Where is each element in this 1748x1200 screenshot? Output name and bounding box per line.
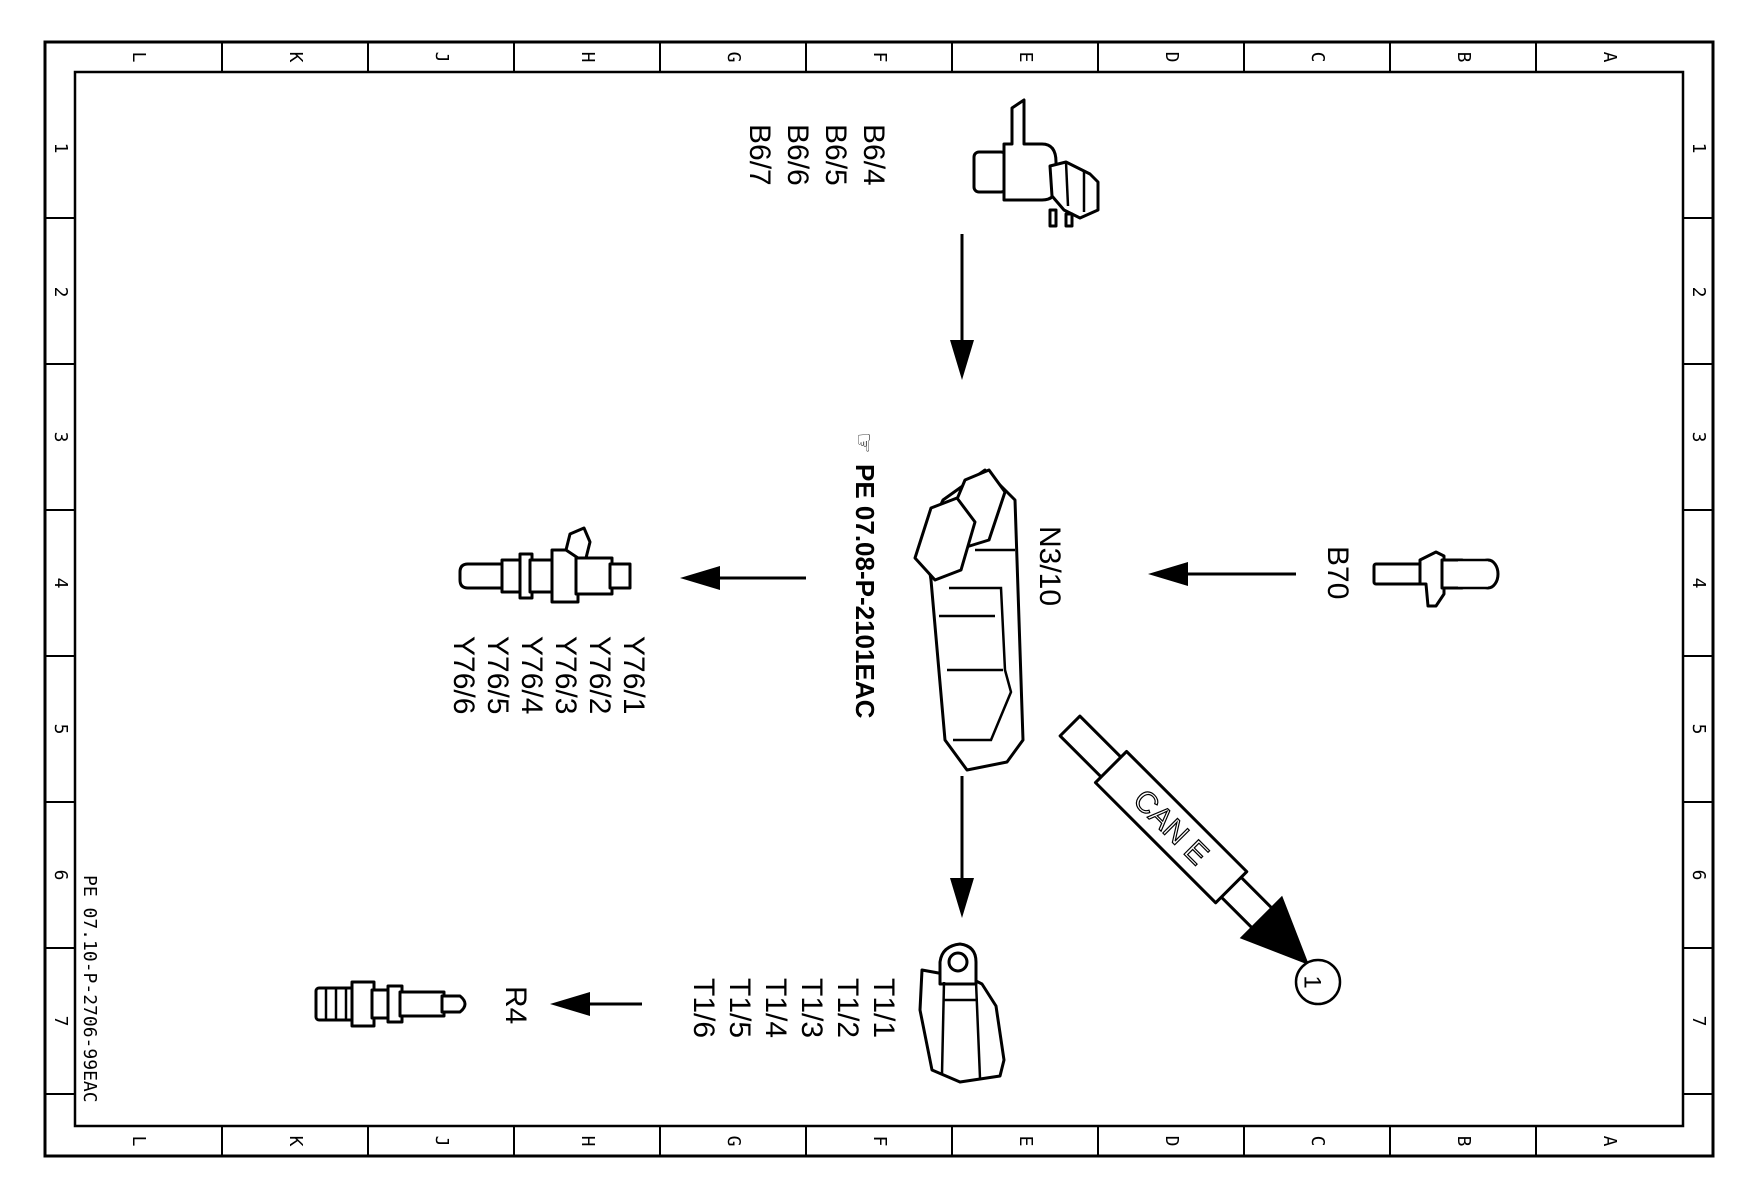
label-y76-2: Y76/2 <box>583 636 616 714</box>
label-b6-5: B6/5 <box>819 124 852 186</box>
grid-row-ticks <box>45 217 1713 1095</box>
label-y76-1: Y76/1 <box>617 636 650 714</box>
grid-col-label: K <box>285 1136 306 1147</box>
grid-col-label: B <box>1453 1136 1474 1147</box>
grid-row-label: 2 <box>50 287 71 298</box>
camshaft-sensor-icon <box>972 98 1100 228</box>
grid-row-label: 6 <box>1688 870 1709 881</box>
reference-circle-number: 1 <box>1299 975 1326 988</box>
label-t1-6: T1/6 <box>687 978 720 1038</box>
label-y76-6: Y76/6 <box>447 636 480 714</box>
label-t1-1: T1/1 <box>867 978 900 1038</box>
grid-col-label: J <box>431 1136 452 1147</box>
injector-labels: Y76/1 Y76/2 Y76/3 Y76/4 Y76/5 Y76/6 <box>447 636 650 714</box>
label-t1-3: T1/3 <box>795 978 828 1038</box>
grid-col-label: J <box>431 52 452 63</box>
grid-row-labels-left: 1 2 3 4 5 6 7 <box>50 143 71 1027</box>
label-y76-3: Y76/3 <box>549 636 582 714</box>
ecu-label: N3/10 <box>1033 526 1066 606</box>
can-bus-connector: CAN E <box>1058 714 1310 966</box>
grid-col-label: E <box>1015 52 1036 63</box>
grid-column-labels-bottom: L K J H G F E D C B A <box>128 1136 1620 1147</box>
grid-col-label: K <box>285 52 306 63</box>
fuel-injector-icon <box>458 526 632 604</box>
ignition-coil-labels: T1/1 T1/2 T1/3 T1/4 T1/5 T1/6 <box>687 978 900 1038</box>
grid-row-labels-right: 1 2 3 4 5 6 7 <box>1688 143 1709 1027</box>
grid-row-label: 5 <box>1688 724 1709 735</box>
grid-col-label: A <box>1599 52 1620 63</box>
arrowhead-left-injectors <box>680 566 720 590</box>
grid-row-label: 7 <box>50 1016 71 1027</box>
ecu-reference: ☞ PE 07.08-P-2101EAC <box>850 432 880 719</box>
grid-column-labels-top: L K J H G F E D C B A <box>128 52 1620 63</box>
drawing-number: PE 07.10-P-2706-99EAC <box>79 875 100 1103</box>
grid-col-label: F <box>869 1136 890 1147</box>
outer-frame <box>43 40 1715 1158</box>
grid-col-label: D <box>1161 1136 1182 1147</box>
ignition-coil-icon <box>918 942 1006 1084</box>
arrowhead-left-b70 <box>1148 562 1188 586</box>
grid-col-label: A <box>1599 1136 1620 1147</box>
arrowhead-left-plug <box>550 992 590 1016</box>
label-t1-5: T1/5 <box>723 978 756 1038</box>
grid-col-label: E <box>1015 1136 1036 1147</box>
grid-row-label: 6 <box>50 870 71 881</box>
pointing-hand-icon: ☞ <box>850 432 878 454</box>
inner-frame <box>73 70 1685 1128</box>
label-b6-7: B6/7 <box>743 124 776 186</box>
grid-row-label: 3 <box>50 432 71 443</box>
label-y76-5: Y76/5 <box>481 636 514 714</box>
label-t1-2: T1/2 <box>831 978 864 1038</box>
arrowhead-down-1 <box>950 340 974 380</box>
grid-col-label: L <box>128 52 149 63</box>
grid-col-label: C <box>1307 52 1328 63</box>
grid-row-label: 5 <box>50 724 71 735</box>
ecu-module-icon <box>913 468 1025 772</box>
grid-row-label: 3 <box>1688 432 1709 443</box>
grid-column-ticks <box>221 42 1537 1156</box>
grid-row-label: 2 <box>1688 287 1709 298</box>
spark-plug-icon <box>314 980 467 1028</box>
grid-col-label: L <box>128 1136 149 1147</box>
grid-col-label: F <box>869 52 890 63</box>
crankshaft-sensor-icon <box>1372 550 1500 608</box>
grid-row-label: 7 <box>1688 1016 1709 1027</box>
label-b6-4: B6/4 <box>857 124 890 186</box>
grid-row-label: 1 <box>50 143 71 154</box>
grid-col-label: C <box>1307 1136 1328 1147</box>
label-y76-4: Y76/4 <box>515 636 548 714</box>
label-b6-6: B6/6 <box>781 124 814 186</box>
grid-col-label: D <box>1161 52 1182 63</box>
camshaft-sensor-labels: B6/4 B6/5 B6/6 B6/7 <box>743 124 890 186</box>
grid-col-label: H <box>577 1136 598 1147</box>
arrowhead-down-2 <box>950 878 974 918</box>
grid-col-label: B <box>1453 52 1474 63</box>
grid-row-label: 1 <box>1688 143 1709 154</box>
reference-circle: 1 <box>1294 958 1342 1006</box>
label-t1-4: T1/4 <box>759 978 792 1038</box>
grid-col-label: H <box>577 52 598 63</box>
grid-row-label: 4 <box>50 578 71 589</box>
grid-row-label: 4 <box>1688 578 1709 589</box>
label-b70: B70 <box>1321 546 1354 599</box>
label-r4: R4 <box>499 986 532 1024</box>
ecu-reference-text: PE 07.08-P-2101EAC <box>850 464 880 719</box>
grid-col-label: G <box>723 1136 744 1147</box>
grid-col-label: G <box>723 52 744 63</box>
